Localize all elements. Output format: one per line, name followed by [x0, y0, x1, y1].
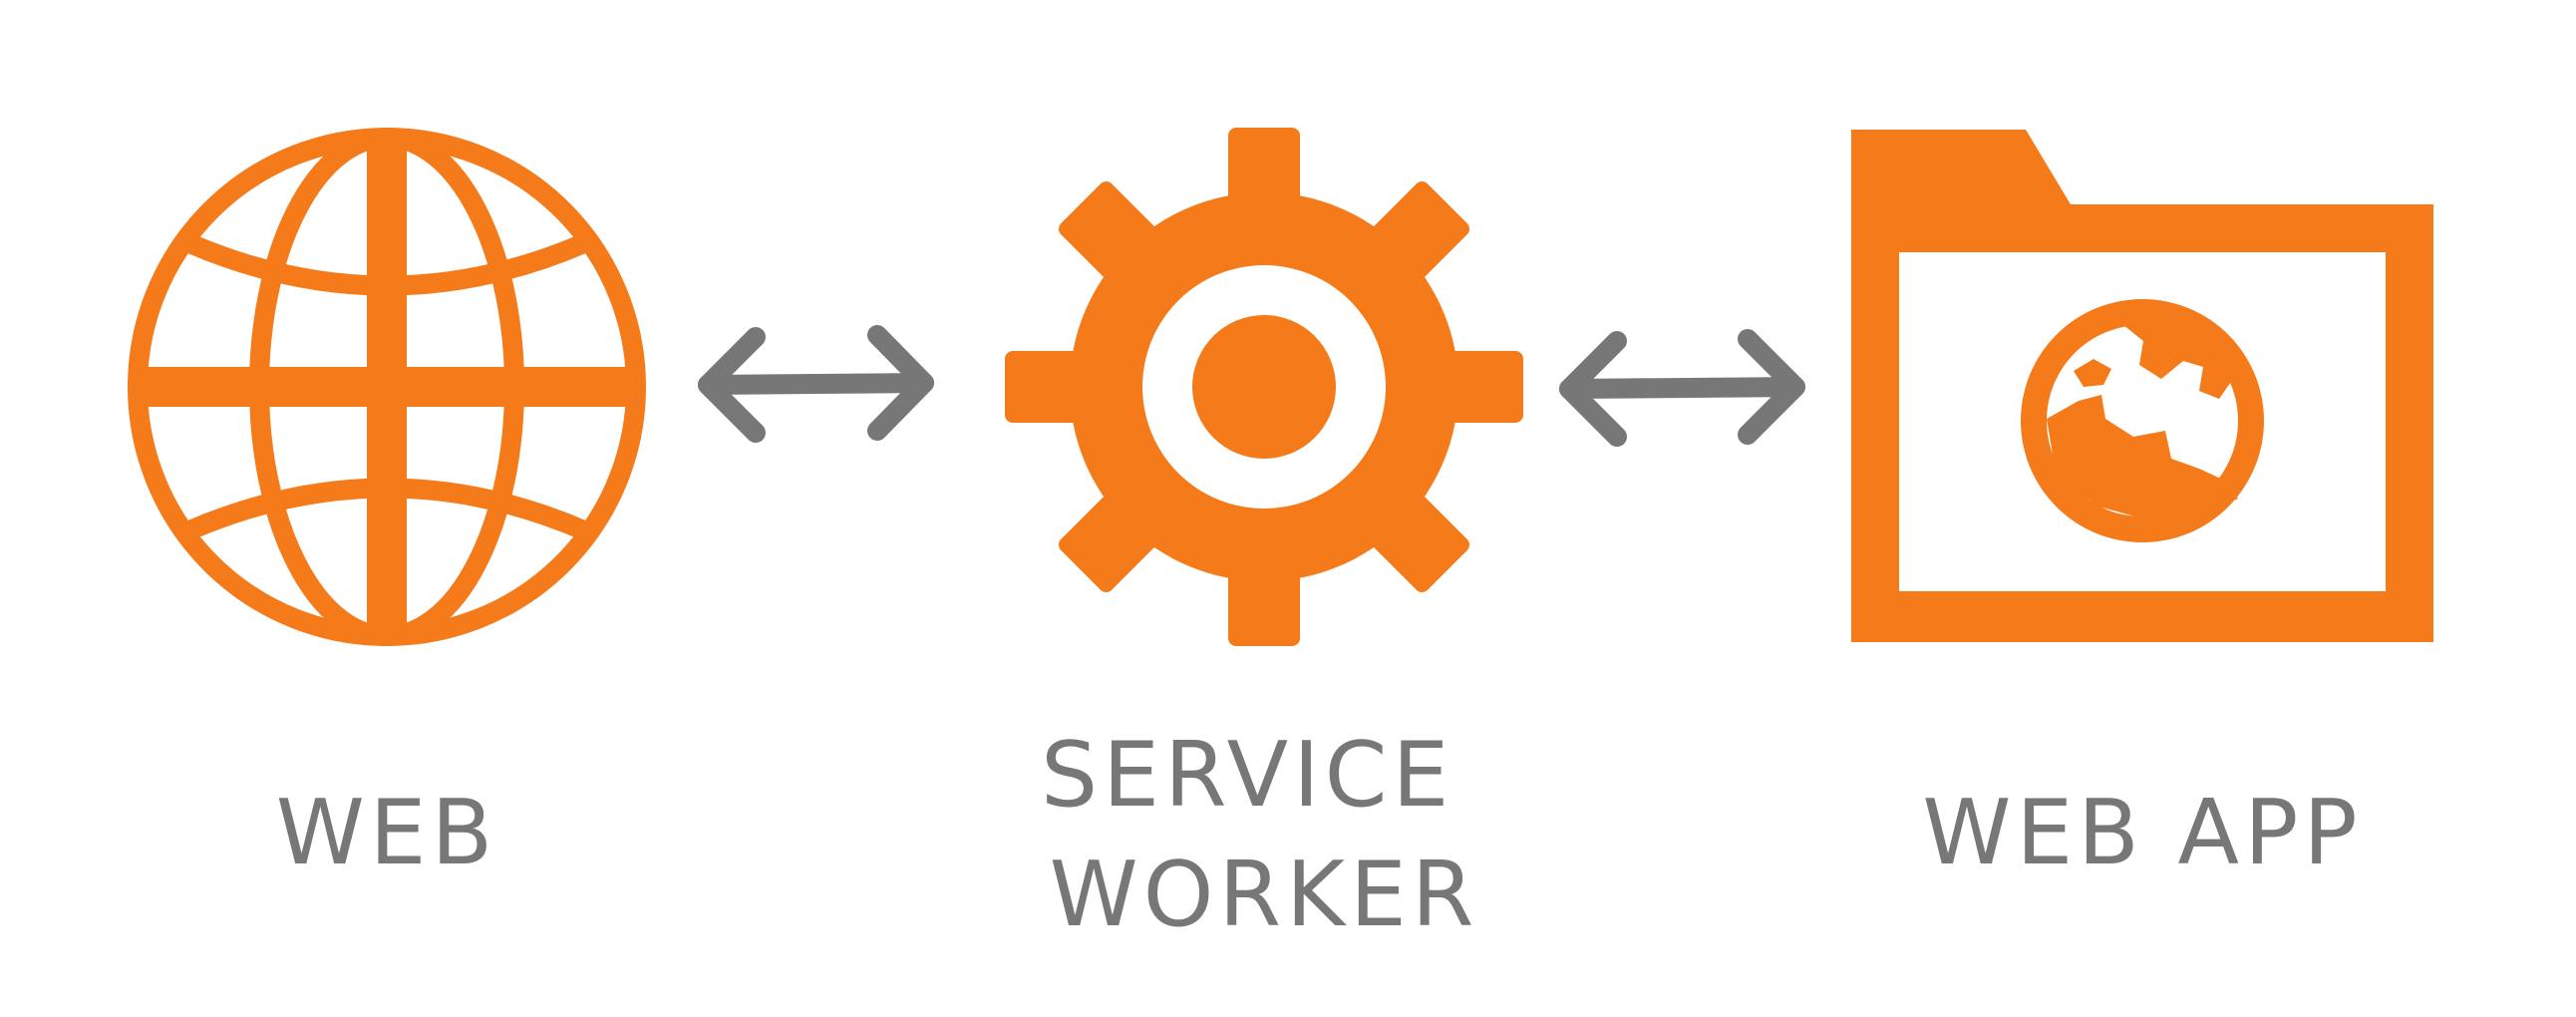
- double-arrow-icon: [698, 325, 934, 443]
- node-label-line: WEB APP: [1922, 781, 2362, 885]
- globe-icon: [128, 128, 646, 646]
- node-label: SERVICE WORKER: [1041, 723, 1487, 947]
- node-label-line: SERVICE: [1041, 723, 1453, 828]
- gear-icon: [1005, 128, 1523, 646]
- node-service-worker: SERVICE WORKER: [1005, 128, 1523, 947]
- node-label-line: WEB: [276, 781, 498, 885]
- node-web: WEB: [128, 128, 646, 885]
- node-label: WEB APP: [1922, 781, 2362, 885]
- node-label-line: WORKER: [1050, 843, 1479, 947]
- node-label: WEB: [276, 781, 498, 885]
- node-web-app: WEB APP: [1851, 130, 2433, 885]
- double-arrow-icon: [1559, 329, 1805, 447]
- globe-icon: [2021, 299, 2264, 542]
- folder-globe-icon: [1851, 130, 2433, 642]
